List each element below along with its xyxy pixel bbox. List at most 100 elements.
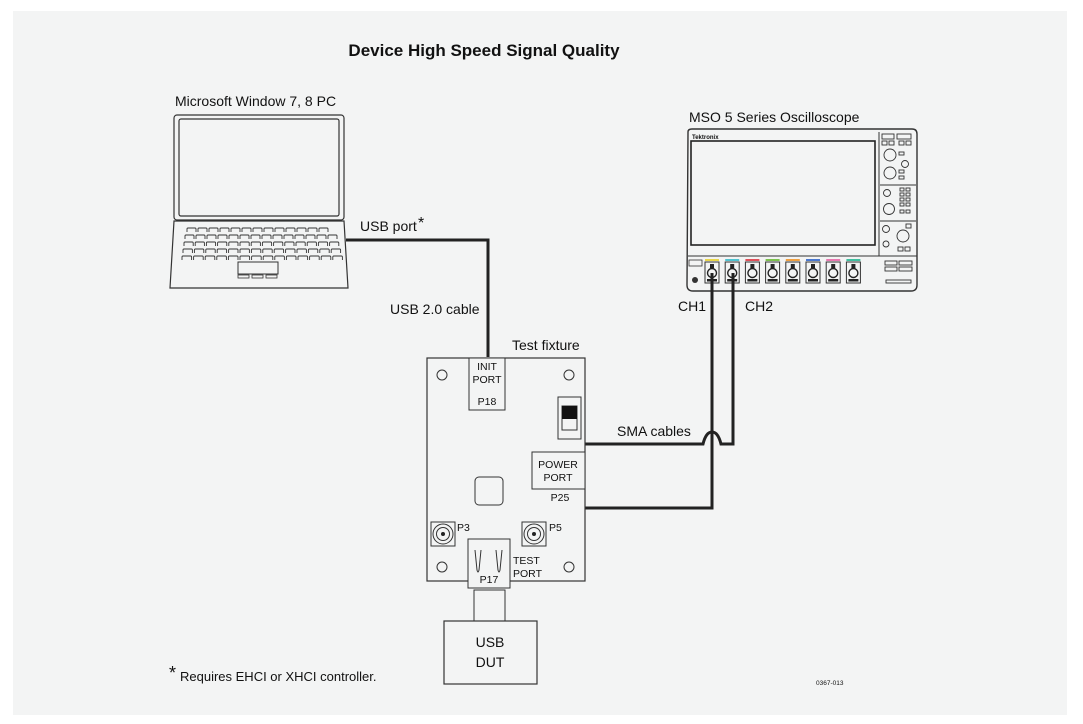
keyboard-key-icon [205,248,216,253]
keyboard-key-icon [284,241,295,246]
keyboard-key-icon [329,241,340,246]
init-port [468,357,506,411]
keyboard-key-icon [217,234,228,239]
ch2-label: CH2 [745,298,773,314]
keyboard-key-icon [239,234,250,239]
sma-p3-label: P3 [457,522,470,534]
keyboard-key-icon [272,234,283,239]
mounting-hole-icon [436,561,448,573]
keyboard-key-icon [263,227,274,232]
keyboard-key-icon [285,248,296,253]
keyboard-key-icon [204,255,216,260]
keyboard-key-icon [273,248,285,253]
keyboard-key-icon [274,255,285,260]
power-port [531,451,586,490]
sma-connector-p5-icon [521,521,547,547]
keyboard-key-icon [193,255,204,260]
channel-5-connector-icon [785,259,801,284]
keyboard-key-icon [250,248,262,253]
keyboard-key-icon [305,234,316,239]
keyboard-key-icon [262,255,274,260]
keyboard-key-icon [250,241,261,246]
footnote-mark: * [169,663,176,683]
diagram-title: Device High Speed Signal Quality [348,41,620,60]
usb-cable-label: USB 2.0 cable [390,301,480,317]
keyboard-key-icon [182,248,193,253]
chip-icon [474,476,504,506]
keyboard-key-icon [197,227,208,232]
oscilloscope-icon: MSO 5 Series Oscilloscope Tektronix [686,109,918,292]
keyboard-key-icon [283,234,294,239]
sma-p5-label: P5 [549,522,562,534]
keyboard-key-icon [239,241,250,246]
init-port-label-2: PORT [473,374,503,386]
keyboard-key-icon [318,227,329,232]
keyboard-key-icon [285,227,296,232]
keyboard-key-icon [206,234,217,239]
usb-port-footnote-mark: * [418,215,424,232]
test-fixture: Test fixture INIT PORT P18 POWER PORT P2… [426,337,586,589]
keyboard-key-icon [319,248,330,253]
keyboard-key-icon [295,241,306,246]
power-port-label-1: POWER [538,459,578,471]
keyboard-key-icon [193,248,205,253]
channel-6-connector-icon [805,259,821,284]
dut-label-2: DUT [476,654,505,670]
keyboard-key-icon [274,227,285,232]
pc-label: Microsoft Window 7, 8 PC [175,93,336,109]
keyboard-key-icon [205,241,217,246]
test-port-label-1: TEST [513,555,540,567]
keyboard-key-icon [216,255,227,260]
mounting-hole-icon [563,561,575,573]
dut-label-1: USB [476,634,505,650]
keyboard-key-icon [181,255,193,260]
test-port-label-2: PORT [513,568,543,580]
keyboard-key-icon [216,248,228,253]
keyboard-key-icon [261,234,272,239]
mounting-hole-icon [563,369,575,381]
keyboard-key-icon [262,248,273,253]
keyboard-key-icon [184,234,195,239]
keyboard-key-icon [285,255,297,260]
power-port-id: P25 [551,492,570,504]
keyboard-key-icon [296,227,307,232]
keyboard-key-icon [227,255,239,260]
laptop-icon: Microsoft Window 7, 8 PC [169,93,349,289]
channel-7-connector-icon [825,259,841,284]
keyboard-key-icon [316,234,327,239]
keyboard-key-icon [307,227,318,232]
keyboard-key-icon [230,227,241,232]
power-port-label-2: PORT [544,472,574,484]
oscilloscope-brand: Tektronix [692,135,719,141]
keyboard-key-icon [228,241,239,246]
keyboard-key-icon [297,255,309,260]
keyboard-key-icon [261,241,273,246]
keyboard-key-icon [332,255,343,260]
keyboard-key-icon [307,248,319,253]
figure-id: 0367-013 [816,680,844,687]
keyboard-key-icon [252,227,263,232]
sma-connector-p3-icon [430,521,456,547]
channel-8-connector-icon [845,259,861,284]
keyboard-key-icon [228,234,239,239]
test-port-id: P17 [480,574,499,586]
usb-cable [346,238,490,357]
keyboard-key-icon [327,234,338,239]
keyboard-key-icon [317,241,329,246]
keyboard-key-icon [228,248,239,253]
keyboard-key-icon [208,227,219,232]
keyboard-key-icon [183,241,194,246]
keyboard-key-icon [241,227,252,232]
keyboard-key-icon [239,255,251,260]
keyboard-key-icon [195,234,206,239]
channel-4-connector-icon [765,259,781,284]
init-port-label-1: INIT [477,361,497,373]
channel-3-connector-icon [744,259,760,284]
keyboard-key-icon [217,241,228,246]
usb-port-label: USB port [360,218,417,234]
keyboard-key-icon [330,248,342,253]
keyboard-key-icon [250,234,261,239]
ch1-label: CH1 [678,298,706,314]
keyboard-key-icon [194,241,205,246]
keyboard-key-icon [251,255,262,260]
